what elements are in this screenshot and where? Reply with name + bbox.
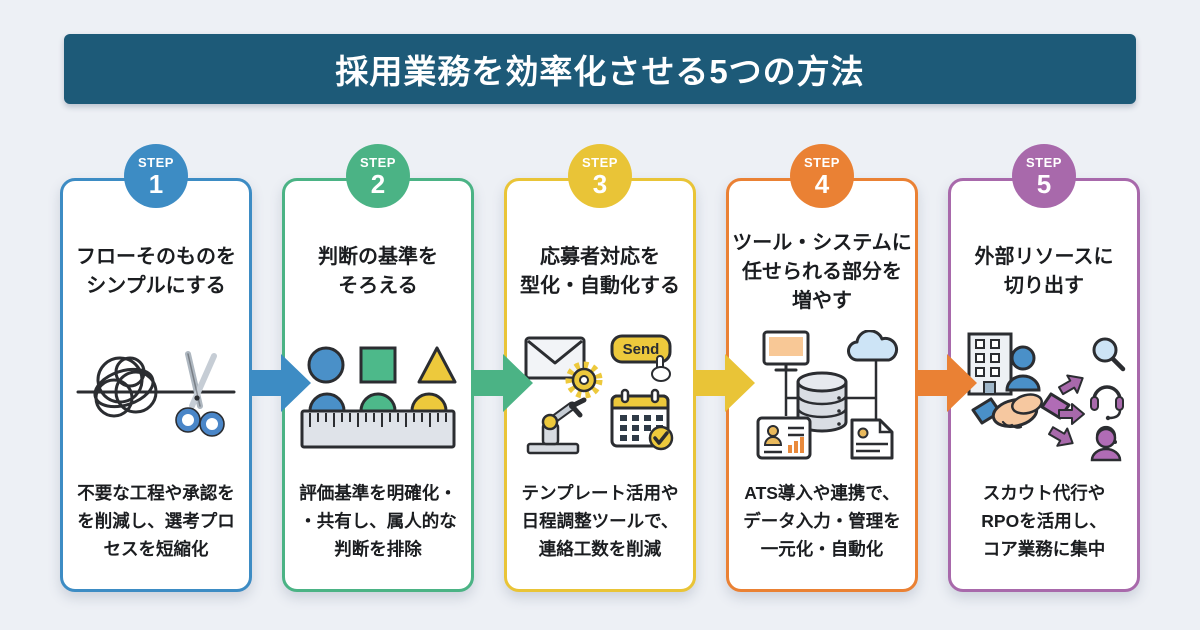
step-card-4: STEP 4 ツール・システムに 任せられる部分を 増やす: [726, 144, 918, 592]
step-badge-number: 1: [148, 168, 164, 199]
step-badge-number: 2: [370, 168, 386, 199]
send-button-icon: Send: [610, 334, 672, 382]
step-badge-label: STEP: [138, 154, 174, 170]
step-card-5: STEP 5 外部リソースに 切り出す: [948, 144, 1140, 592]
step-badge-number: 4: [814, 168, 830, 199]
outsourcing-handshake-icon: [954, 321, 1134, 471]
arrow-right-icon: [249, 354, 311, 412]
person-icon: [1005, 345, 1041, 392]
arrow-right-icon: [693, 354, 755, 412]
step-5-badge: STEP 5: [1012, 144, 1076, 208]
steps-row: STEP 1 フローそのものを シンプルにする: [60, 144, 1140, 592]
mail-gear-icon: [524, 336, 603, 399]
step-badge-label: STEP: [804, 154, 840, 170]
step-badge-number: 3: [592, 168, 608, 199]
ruler-shapes-icon: [288, 321, 468, 471]
step-badge-label: STEP: [1026, 154, 1062, 170]
step-1-badge: STEP 1: [124, 144, 188, 208]
step-badge-label: STEP: [582, 154, 618, 170]
step-5-description: スカウト代行や RPOを活用し、 コア業務に集中: [981, 483, 1107, 559]
magnifier-icon: [1092, 337, 1126, 372]
robot-arm-icon: [526, 397, 587, 455]
arrow-right-icon: [915, 354, 977, 412]
step-card-1: STEP 1 フローそのものを シンプルにする: [60, 144, 252, 592]
send-button-label: Send: [623, 341, 660, 358]
step-badge-label: STEP: [360, 154, 396, 170]
step-4-title: ツール・システムに 任せられる部分を 増やす: [732, 231, 912, 312]
step-2-description: 評価基準を明確化・ ・共有し、属人的な 判断を排除: [299, 483, 457, 559]
step-2-title: 判断の基準を そろえる: [318, 246, 438, 297]
id-card-icon: [756, 416, 812, 460]
step-3-description: テンプレート活用や 日程調整ツールで、 連絡工数を削減: [521, 483, 679, 559]
cloud-icon: [847, 330, 899, 362]
automation-tools-icon: Send: [510, 321, 690, 471]
step-3-title: 応募者対応を 型化・自動化する: [520, 246, 680, 297]
support-agent-icon: [1090, 425, 1122, 462]
step-4-description: ATS導入や連携で、 データ入力・管理を 一元化・自動化: [743, 483, 901, 559]
step-1-description: 不要な工程や承認を を削減し、選考プロ セスを短縮化: [77, 483, 235, 559]
step-4-badge: STEP 4: [790, 144, 854, 208]
system-network-icon: [732, 321, 912, 471]
step-badge-number: 5: [1036, 168, 1052, 199]
step-1-title: フローそのものを シンプルにする: [76, 246, 236, 297]
handshake-icon: [971, 392, 1071, 429]
step-3-badge: STEP 3: [568, 144, 632, 208]
arrow-right-icon: [471, 354, 533, 412]
arrow-icons: [1048, 374, 1085, 447]
building-icon: [967, 332, 1013, 396]
header-banner: 採用業務を効率化させる5つの方法: [64, 34, 1136, 104]
headset-icon: [1090, 385, 1124, 421]
page-title: 採用業務を効率化させる5つの方法: [335, 53, 865, 90]
calendar-check-icon: [610, 388, 674, 451]
document-icon: [850, 418, 894, 460]
step-2-badge: STEP 2: [346, 144, 410, 208]
tangled-flow-scissors-icon: [66, 321, 246, 471]
monitor-icon: [762, 330, 810, 372]
step-5-title: 外部リソースに 切り出す: [974, 246, 1114, 297]
step-card-3: STEP 3 応募者対応を 型化・自動化する Send: [504, 144, 696, 592]
